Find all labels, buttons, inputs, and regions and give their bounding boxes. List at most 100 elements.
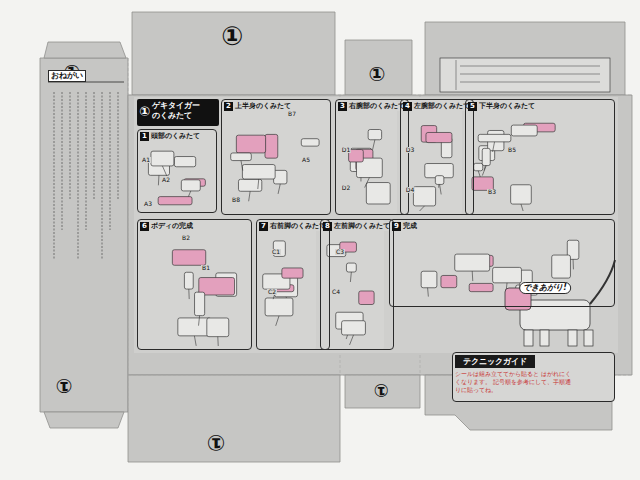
part-drawing	[366, 183, 390, 204]
title-row: 3右腕部のくみたて	[338, 102, 406, 111]
step-panel-ground	[400, 99, 462, 215]
notice-heading: おねがい	[48, 70, 86, 82]
step-panel: 4左腕部のくみたて	[400, 99, 474, 215]
part-drawing	[342, 321, 366, 335]
part-drawing	[413, 187, 435, 206]
step-number: 3	[338, 102, 347, 111]
heading: ゲキタイガー のくみたて	[152, 101, 208, 121]
title-row: 9完成	[392, 222, 612, 231]
step-number: 9	[392, 222, 401, 231]
flap	[132, 12, 335, 95]
part-drawing	[511, 125, 537, 136]
step-title: 頭部のくみたて	[151, 132, 200, 141]
flap	[128, 95, 632, 375]
panel-number: ①	[221, 23, 243, 49]
part-label: A3	[143, 201, 153, 207]
step-panel-ground	[137, 219, 252, 350]
panel-number: ①	[369, 64, 386, 84]
step-number: 8	[323, 222, 332, 231]
step-panel-ground	[137, 129, 217, 213]
part-label: A2	[161, 177, 171, 183]
part-drawing	[242, 165, 275, 179]
circled-number: ①	[139, 104, 150, 119]
flap	[345, 40, 412, 95]
title-box: ①ゲキタイガー のくみたて	[137, 99, 219, 126]
part-drawing	[174, 157, 195, 167]
step-number: 2	[224, 102, 233, 111]
step-panel-ground	[256, 219, 316, 350]
step-number: 6	[140, 222, 149, 231]
assembly-arrow	[420, 206, 425, 211]
part-drawing	[238, 179, 261, 191]
guide-box: テクニックガイドシールは組み立ててから貼ると はがれにくくなります。 記号順を参…	[452, 352, 615, 402]
step-panel: 8左前脚のくみたて	[320, 219, 394, 350]
done-label: できあがり!	[519, 282, 571, 294]
step-title: 左前脚のくみたて	[334, 222, 390, 231]
part-label: B1	[201, 265, 211, 271]
part-drawing	[181, 180, 200, 191]
part-label: C3	[335, 249, 345, 255]
part-drawing	[469, 283, 493, 291]
part-label: C1	[271, 249, 281, 255]
part-drawing	[552, 255, 571, 278]
assembly-arrow	[278, 184, 280, 194]
part-drawing	[265, 134, 278, 158]
part-drawing	[172, 250, 205, 266]
part-drawing	[441, 275, 457, 287]
flap	[345, 375, 420, 408]
title-row: 1頭部のくみたて	[140, 132, 214, 141]
part-label: B8	[231, 197, 241, 203]
flap	[44, 42, 126, 58]
part-drawing	[231, 153, 252, 161]
part-drawing	[478, 134, 511, 141]
part-drawing	[236, 135, 265, 153]
step-number: 4	[403, 102, 412, 111]
step-title: 下半身のくみたて	[479, 102, 535, 111]
step-title: 左腕部のくみたて	[414, 102, 470, 111]
step-panel-ground	[389, 219, 615, 307]
assembly-arrow	[276, 316, 279, 326]
title-row: 5下半身のくみたて	[468, 102, 612, 111]
assembly-arrow	[573, 259, 574, 269]
assembly-arrow	[350, 335, 354, 345]
panel-number: ①	[56, 376, 73, 396]
part-drawing	[151, 151, 174, 166]
part-drawing	[274, 170, 287, 184]
title-row: 2上半身のくみたて	[224, 102, 328, 111]
flap	[128, 375, 340, 462]
part-label: D3	[405, 147, 415, 153]
cardboard	[40, 12, 632, 462]
part-label: B7	[287, 111, 297, 117]
step-title: 上半身のくみたて	[235, 102, 291, 111]
part-drawing	[482, 148, 490, 165]
title-row: 8左前脚のくみたて	[323, 222, 391, 231]
assembly-arrow	[194, 336, 196, 346]
part-label: C4	[331, 289, 341, 295]
part-drawing	[158, 197, 192, 205]
part-drawing	[282, 268, 303, 278]
title-row: 6ボディの完成	[140, 222, 249, 231]
part-drawing	[511, 185, 532, 204]
illustrations	[137, 99, 615, 392]
title-row: ①ゲキタイガー のくみたて	[139, 101, 217, 121]
step-panel: 5下半身のくみたて	[465, 99, 615, 215]
part-label: B2	[181, 235, 191, 241]
step-number: 5	[468, 102, 477, 111]
title-row: テクニックガイド	[455, 355, 612, 368]
step-title: 右腕部のくみたて	[349, 102, 405, 111]
step-panel-ground	[335, 99, 397, 215]
part-drawing	[493, 267, 522, 282]
assembly-arrow	[217, 337, 218, 346]
fold-line	[128, 58, 129, 412]
step-panel: 7右前脚のくみたて	[256, 219, 330, 350]
fold-line	[128, 95, 632, 96]
assembly-arrow	[249, 191, 250, 201]
panel-number: ①	[373, 381, 388, 399]
step-panel: 3右腕部のくみたて	[335, 99, 409, 215]
assembly-arrow	[373, 140, 375, 150]
step-title: 完成	[403, 222, 417, 231]
panel-number: ①	[207, 431, 226, 453]
flap	[40, 58, 128, 412]
part-drawing	[368, 130, 381, 140]
part-label: A5	[301, 157, 311, 163]
